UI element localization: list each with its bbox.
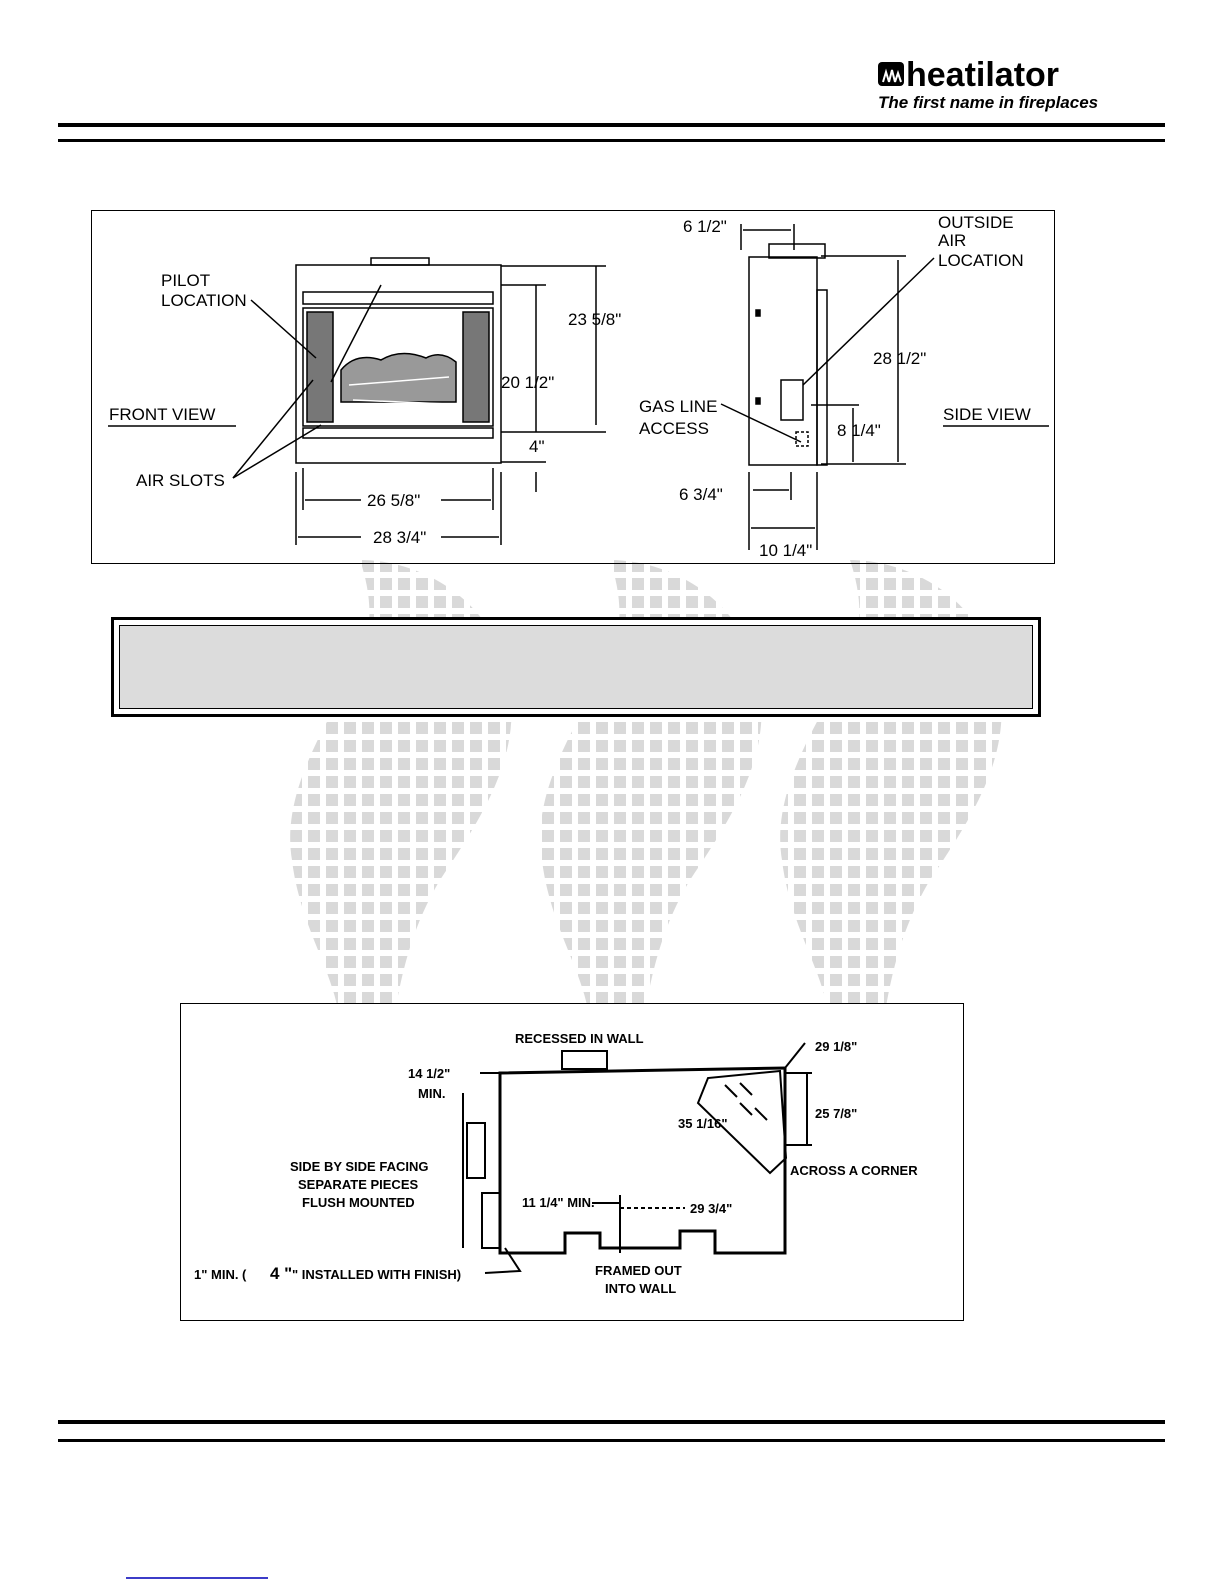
room-outline <box>498 1066 787 1255</box>
dim-clearance-part2: 4 " <box>270 1264 292 1283</box>
dim-min-left-line2: MIN. <box>418 1086 445 1101</box>
dim-min-bottom: 11 1/4" MIN. <box>522 1195 595 1210</box>
pilot-label-line1: PILOT <box>161 271 210 290</box>
dim-corner-side: 25 7/8" <box>815 1106 857 1121</box>
footer-rule-thin <box>58 1439 1165 1442</box>
dim-side-gas-offset: 6 3/4" <box>679 485 723 504</box>
facing-label-line2: SEPARATE PIECES <box>298 1177 418 1192</box>
dim-corner-diagonal: 35 1/16" <box>678 1116 728 1131</box>
front-view-title: FRONT VIEW <box>109 405 215 424</box>
footer-link-underline[interactable] <box>126 1577 268 1579</box>
dimension-diagram-panel <box>91 210 1055 564</box>
dim-min-left-line1: 14 1/2" <box>408 1066 450 1081</box>
notice-banner <box>111 617 1041 717</box>
dim-side-air-height: 8 1/4" <box>837 421 881 440</box>
brand-tagline: The first name in fireplaces <box>878 93 1098 112</box>
corner-unit <box>696 1069 788 1175</box>
firebox-opening <box>302 307 494 427</box>
framed-label-line1: FRAMED OUT <box>595 1263 682 1278</box>
dim-bottom-width: 29 3/4" <box>690 1201 732 1216</box>
framed-label-line2: INTO WALL <box>605 1281 676 1296</box>
outside-air-label-line2: AIR <box>938 231 966 250</box>
footer-rule-thick <box>58 1420 1165 1424</box>
dim-front-width-overall: 28 3/4" <box>373 528 426 547</box>
outside-air-label-line1: OUTSIDE <box>938 213 1014 232</box>
dim-top-right: 29 1/8" <box>815 1039 857 1054</box>
brand-name: heatilator <box>906 56 1059 94</box>
facing-label-line3: FLUSH MOUNTED <box>302 1195 415 1210</box>
dim-side-top-offset: 6 1/2" <box>683 217 727 236</box>
heatilator-logo: heatilator The first name in fireplaces <box>868 52 1168 124</box>
header-rule-thick <box>58 123 1165 127</box>
dim-clearance-part3: " INSTALLED WITH FINISH) <box>292 1267 461 1282</box>
dim-clearance-part1: 1" MIN. ( <box>194 1267 247 1282</box>
air-slots-label: AIR SLOTS <box>136 471 225 490</box>
gas-line-label-line2: ACCESS <box>639 419 709 438</box>
installation-diagram-panel <box>180 1003 964 1321</box>
dim-side-depth: 10 1/4" <box>759 541 812 560</box>
recessed-label: RECESSED IN WALL <box>515 1031 644 1046</box>
notice-banner-fill <box>119 625 1033 709</box>
pilot-label-line2: LOCATION <box>161 291 247 310</box>
outside-air-label-line3: LOCATION <box>938 251 1024 270</box>
facing-label-line1: SIDE BY SIDE FACING <box>290 1159 428 1174</box>
dim-front-width-opening: 26 5/8" <box>367 491 420 510</box>
dim-front-height-opening: 20 1/2" <box>501 373 554 392</box>
dim-front-base: 4" <box>529 437 545 456</box>
across-corner-label: ACROSS A CORNER <box>790 1163 918 1178</box>
front-side-view-diagram: PILOT LOCATION FRONT VIEW AIR SLOTS 23 5… <box>108 213 1049 560</box>
gas-line-label-line1: GAS LINE <box>639 397 717 416</box>
header-rule-thin <box>58 139 1165 142</box>
installation-diagram: RECESSED IN WALL 29 1/8" 14 1/2" MIN. 35… <box>194 1031 918 1296</box>
dim-side-height: 28 1/2" <box>873 349 926 368</box>
dim-front-height-overall: 23 5/8" <box>568 310 621 329</box>
side-view-title: SIDE VIEW <box>943 405 1031 424</box>
